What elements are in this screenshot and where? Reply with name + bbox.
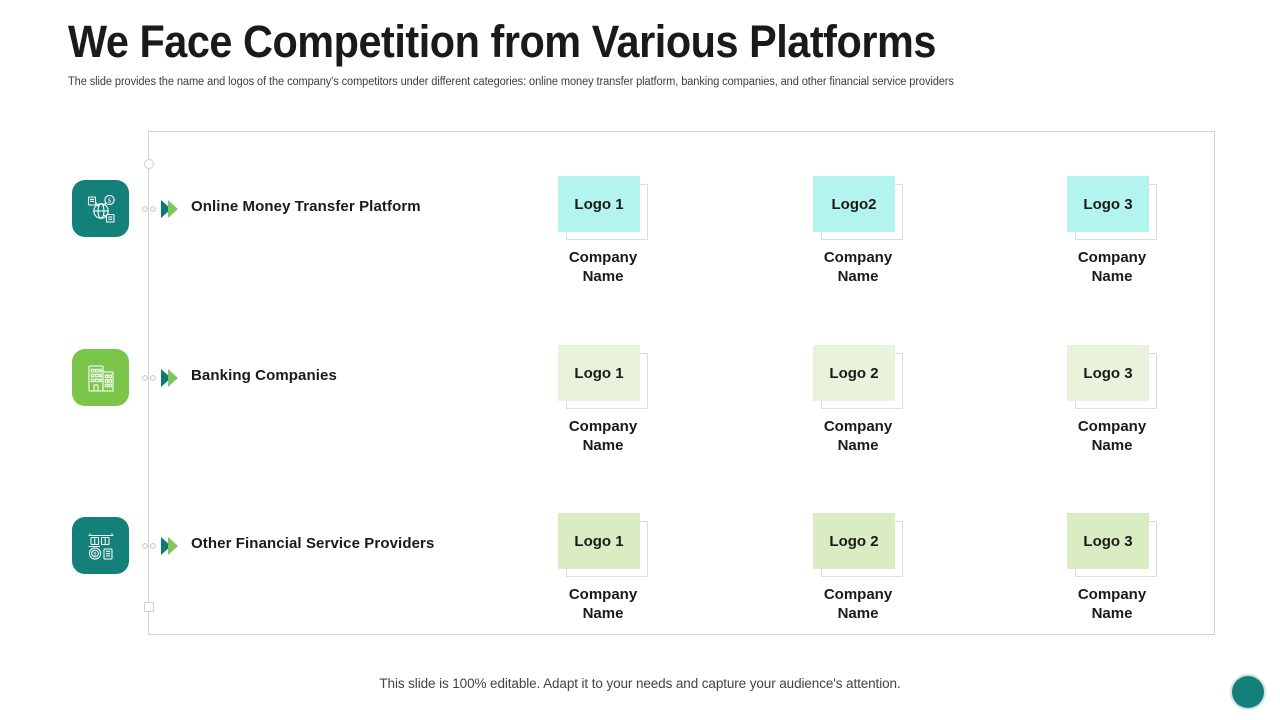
company-name-label: Company Name (568, 586, 638, 623)
marker-dot-icon (150, 543, 156, 549)
category-row-other-financial-service-providers: $ Other Financial Service Providers Logo… (0, 509, 1280, 639)
financial-services-coin-icon: $ (84, 529, 118, 563)
company-name-label: Company Name (823, 586, 893, 623)
logo-cell[interactable]: Logo 3 Company Name (1067, 513, 1157, 623)
logo-placeholder-box[interactable]: Logo2 (813, 176, 895, 232)
category-icon-tile[interactable]: $ (72, 180, 129, 237)
logo-placeholder-box[interactable]: Logo 1 (558, 176, 640, 232)
footer-accent-dot (1232, 676, 1264, 708)
page-title: We Face Competition from Various Platfor… (68, 16, 936, 67)
row-marker (142, 535, 188, 557)
chevron-right-icon (161, 200, 171, 218)
category-label: Other Financial Service Providers (191, 535, 435, 552)
company-name-label: Company Name (568, 418, 638, 455)
marker-dot-icon (142, 543, 148, 549)
category-icon-tile[interactable]: $ (72, 517, 129, 574)
row-marker (142, 198, 188, 220)
chevron-right-icon (161, 369, 171, 387)
logo-placeholder-box[interactable]: Logo 1 (558, 345, 640, 401)
logo-cell[interactable]: Logo 3 Company Name (1067, 345, 1157, 455)
logo-placeholder-box[interactable]: Logo 2 (813, 513, 895, 569)
chevron-right-icon (168, 200, 178, 218)
logo-placeholder-box[interactable]: Logo 2 (813, 345, 895, 401)
logo-cell[interactable]: Logo 1 Company Name (558, 345, 648, 455)
footer-note: This slide is 100% editable. Adapt it to… (379, 676, 901, 691)
category-icon-tile[interactable] (72, 349, 129, 406)
category-label: Banking Companies (191, 367, 337, 384)
logo-placeholder-box[interactable]: Logo 3 (1067, 176, 1149, 232)
logo-cell[interactable]: Logo 3 Company Name (1067, 176, 1157, 286)
company-name-label: Company Name (1077, 249, 1147, 286)
company-name-label: Company Name (823, 249, 893, 286)
logo-placeholder-box[interactable]: Logo 3 (1067, 513, 1149, 569)
frame-endpoint-top-marker (144, 159, 154, 169)
money-transfer-network-icon: $ (84, 192, 118, 226)
svg-text:$: $ (107, 197, 111, 204)
marker-dot-icon (142, 206, 148, 212)
svg-text:$: $ (93, 551, 97, 557)
marker-dot-icon (142, 375, 148, 381)
company-name-label: Company Name (1077, 418, 1147, 455)
company-name-label: Company Name (1077, 586, 1147, 623)
logo-cell[interactable]: Logo 1 Company Name (558, 513, 648, 623)
content-frame (148, 131, 1215, 635)
logo-cell[interactable]: Logo2 Company Name (813, 176, 903, 286)
page-subtitle: The slide provides the name and logos of… (68, 76, 954, 88)
marker-dot-icon (150, 375, 156, 381)
category-row-banking-companies: Banking Companies Logo 1 Company Name Lo… (0, 341, 1280, 471)
logo-cell[interactable]: Logo 2 Company Name (813, 345, 903, 455)
category-row-online-money-transfer: $ Online Money Transfer Platform Logo 1 … (0, 172, 1280, 302)
marker-dot-icon (150, 206, 156, 212)
chevron-right-icon (161, 537, 171, 555)
logo-placeholder-box[interactable]: Logo 3 (1067, 345, 1149, 401)
company-name-label: Company Name (823, 418, 893, 455)
chevron-right-icon (168, 537, 178, 555)
chevron-right-icon (168, 369, 178, 387)
row-marker (142, 367, 188, 389)
logo-placeholder-box[interactable]: Logo 1 (558, 513, 640, 569)
frame-endpoint-bottom-marker (144, 602, 154, 612)
logo-cell[interactable]: Logo 2 Company Name (813, 513, 903, 623)
logo-cell[interactable]: Logo 1 Company Name (558, 176, 648, 286)
category-label: Online Money Transfer Platform (191, 198, 421, 215)
bank-buildings-icon (84, 361, 118, 395)
company-name-label: Company Name (568, 249, 638, 286)
